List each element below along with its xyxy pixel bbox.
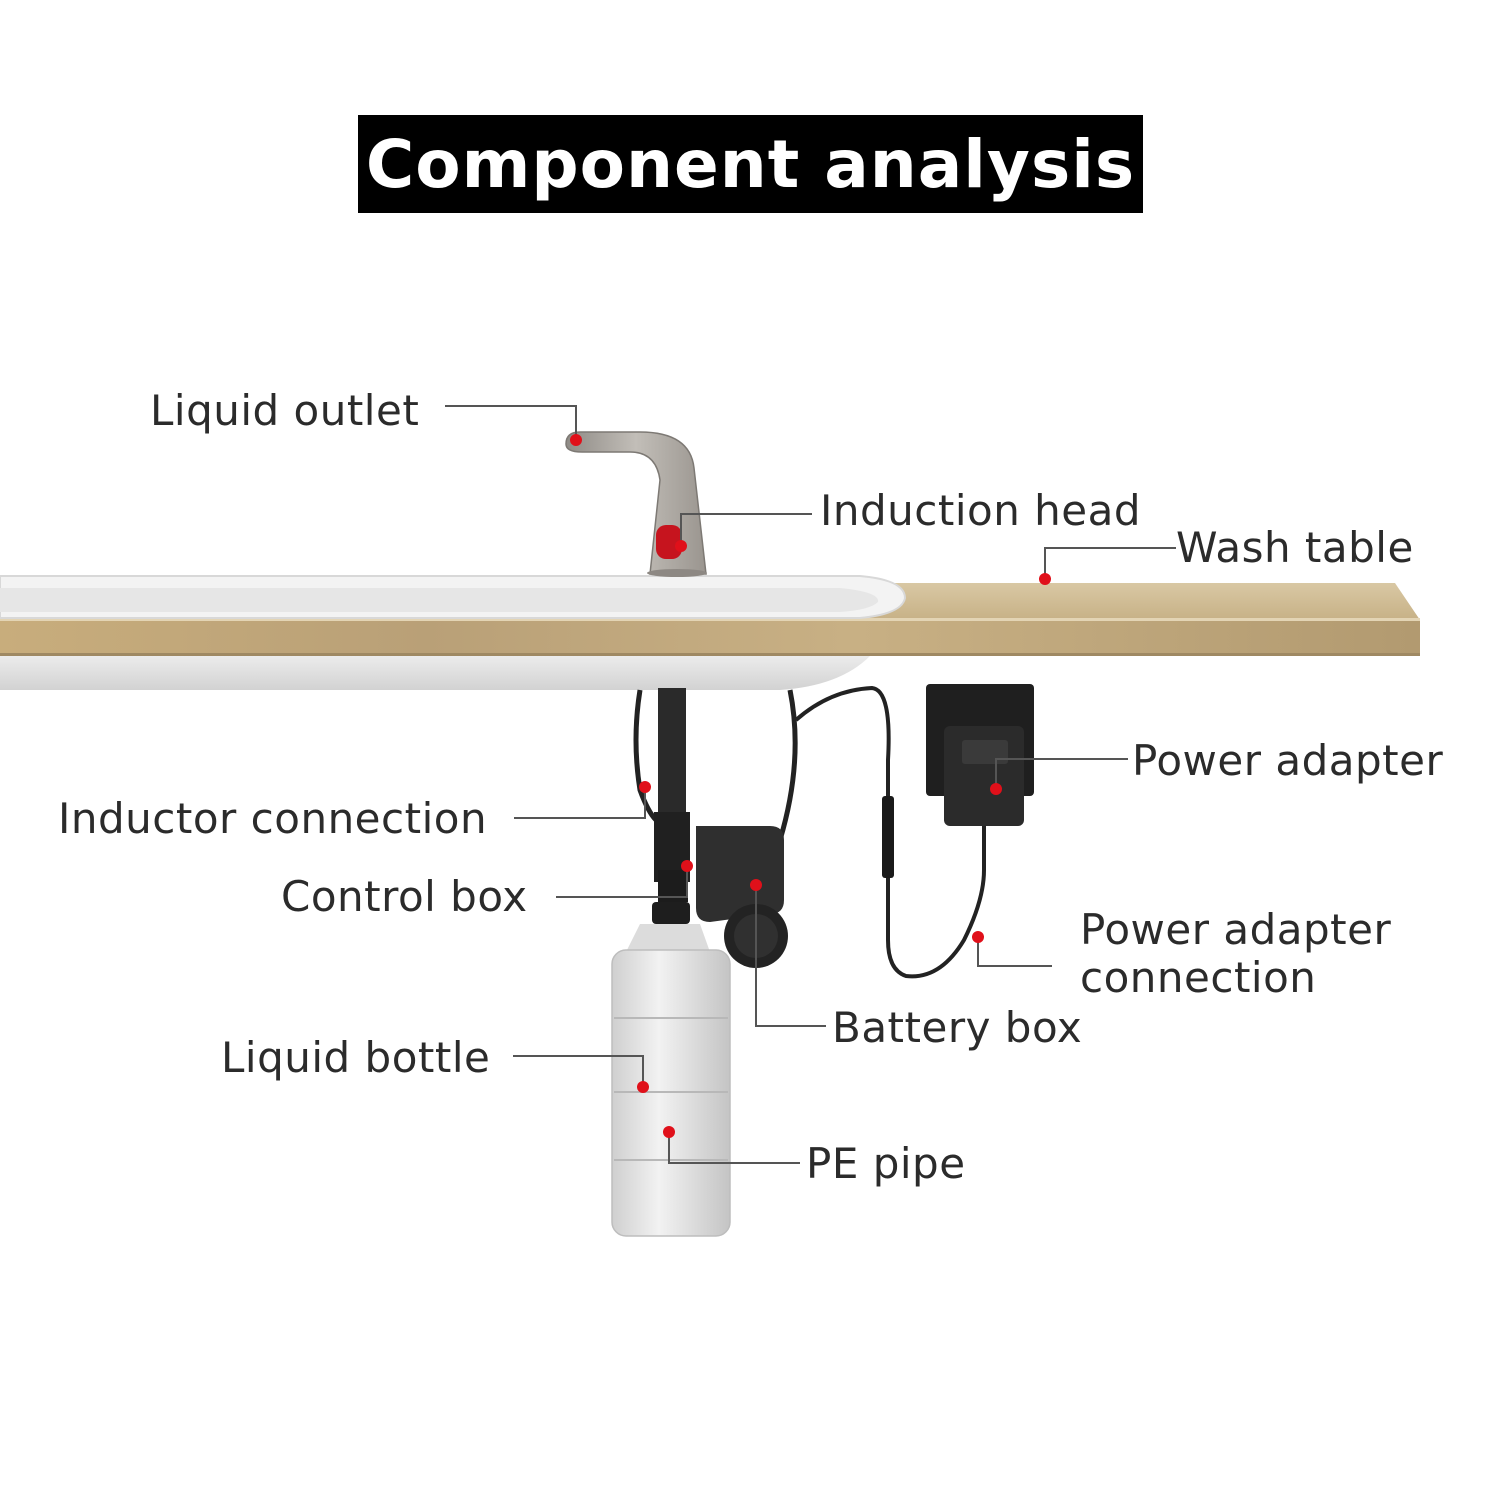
marker-control-box-2 [750, 879, 762, 891]
label-inductor-connection: Inductor connection [58, 794, 488, 843]
leader-pe-pipe [668, 1132, 800, 1164]
label-power-adapter-connection-line2: connection [1080, 953, 1317, 1002]
label-control-box: Control box [281, 872, 528, 921]
leader-control-box [556, 867, 688, 898]
marker-induction-head [675, 540, 687, 552]
wash-table [0, 583, 1420, 656]
liquid-bottle-shape [611, 902, 731, 1237]
power-adapter-shape [882, 684, 1034, 979]
diagram-title: Component analysis [365, 125, 1136, 203]
marker-control-box [681, 860, 693, 872]
label-induction-head: Induction head [820, 486, 1142, 535]
label-battery-box: Battery box [832, 1003, 1083, 1052]
markers [570, 434, 1051, 1138]
label-liquid-bottle: Liquid bottle [221, 1033, 491, 1082]
label-power-adapter-connection-line1: Power adapter [1080, 905, 1392, 954]
leader-liquid-bottle [513, 1055, 644, 1086]
label-power-adapter: Power adapter [1132, 736, 1444, 785]
leader-power-adapter [995, 758, 1128, 788]
marker-power-adapter [990, 783, 1002, 795]
leader-lines [445, 405, 1176, 1164]
label-wash-table: Wash table [1176, 523, 1414, 572]
marker-pe-pipe [663, 1126, 675, 1138]
leader-wash-table [1044, 547, 1176, 578]
leader-power-adapter-connection [977, 937, 1052, 967]
plumbing [633, 685, 891, 841]
leader-liquid-outlet [445, 405, 577, 438]
sink-basin [0, 575, 907, 690]
leader-inductor-connection [514, 788, 646, 819]
title-banner: Component analysis [358, 115, 1143, 213]
label-pe-pipe: PE pipe [806, 1139, 966, 1188]
marker-inductor-connection [639, 781, 651, 793]
control-box-shape [654, 812, 784, 922]
marker-power-adapter-connection [972, 931, 984, 943]
leader-induction-head [680, 513, 812, 545]
label-liquid-outlet: Liquid outlet [150, 386, 420, 435]
induction-sensor-window [656, 525, 682, 559]
leader-battery-box [755, 885, 826, 1027]
marker-liquid-outlet [570, 434, 582, 446]
marker-liquid-bottle [637, 1081, 649, 1093]
faucet [565, 431, 707, 577]
marker-wash-table [1039, 573, 1051, 585]
